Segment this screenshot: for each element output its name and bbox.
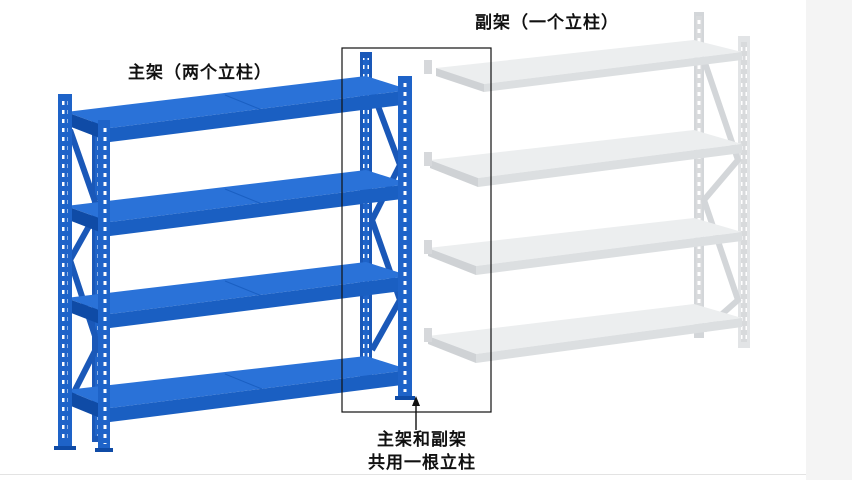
sub-rack-label: 副架（一个立柱） bbox=[475, 13, 619, 33]
shared-upright-note: 主架和副架 共用一根立柱 bbox=[352, 429, 492, 475]
sub-rack-shelf bbox=[430, 130, 742, 187]
main-rack-shelf bbox=[66, 262, 410, 328]
pointer-arrow bbox=[412, 396, 420, 430]
shared-upright-note-line-1: 主架和副架 bbox=[377, 430, 467, 450]
sub-rack-shelf bbox=[428, 218, 742, 275]
shared-upright-note-line-2: 共用一根立柱 bbox=[368, 453, 476, 473]
sub-rack bbox=[424, 12, 750, 363]
main-rack bbox=[54, 52, 415, 452]
main-rack-label: 主架（两个立柱） bbox=[128, 63, 272, 83]
main-rack-shelf bbox=[66, 76, 410, 142]
bottom-divider bbox=[0, 474, 806, 475]
sub-rack-side-brace bbox=[700, 59, 742, 333]
sub-rack-shelf bbox=[428, 304, 742, 363]
main-rack-right-brace bbox=[368, 88, 404, 352]
sub-rack-shelf bbox=[436, 40, 742, 92]
page-margin-strip bbox=[806, 0, 852, 480]
main-rack-shelf bbox=[66, 170, 410, 236]
